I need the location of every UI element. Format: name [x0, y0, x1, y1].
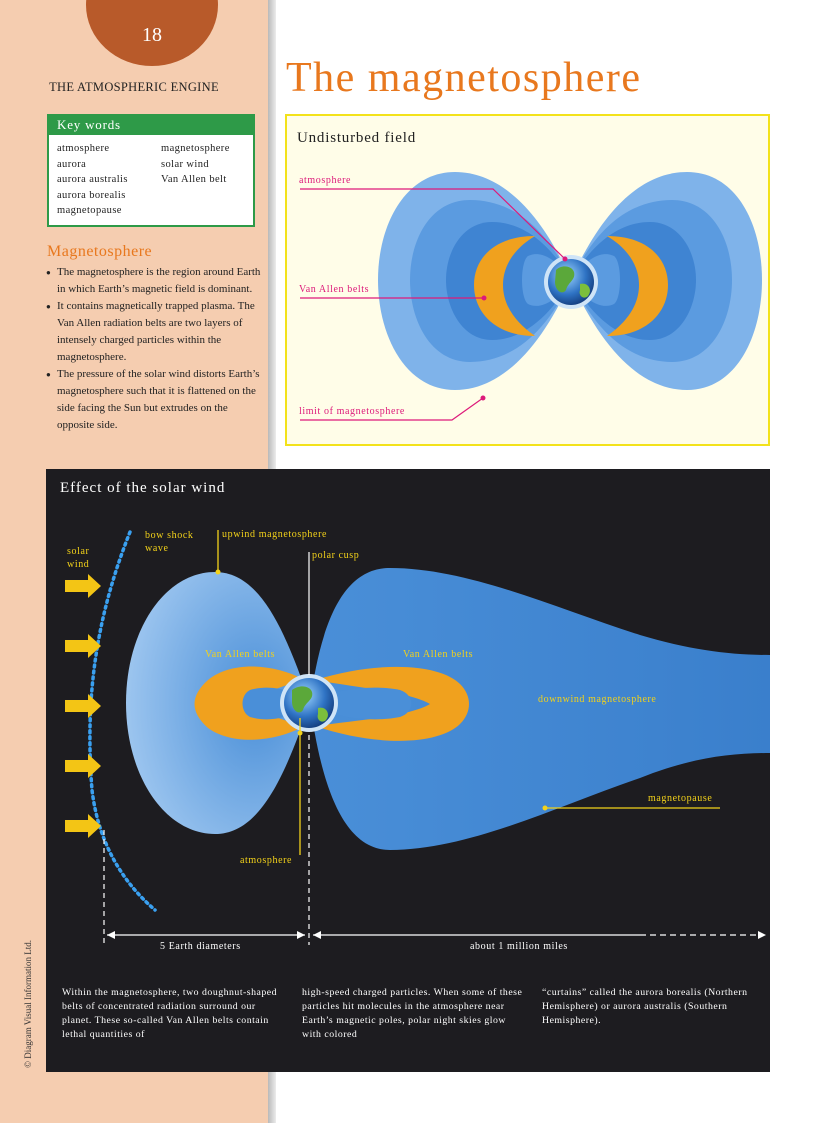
bow-shock-label: bow shock wave: [145, 529, 193, 555]
atmosphere-label-dark: atmosphere: [240, 855, 292, 866]
earth-icon: [280, 674, 338, 732]
downwind-magnetosphere-label: downwind magnetosphere: [538, 694, 656, 705]
solar-wind-arrows: [65, 574, 101, 838]
paragraph-2: high-speed charged particles. When some …: [302, 986, 527, 1042]
paragraph-3: “curtains” called the aurora borealis (N…: [542, 986, 767, 1028]
bow-shock-label-line-2: wave: [145, 542, 193, 555]
earth-diameters-label: 5 Earth diameters: [160, 941, 241, 952]
upwind-magnetosphere-label: upwind magnetosphere: [222, 529, 327, 540]
solar-wind-label-line-1: solar: [67, 545, 89, 558]
paragraph-1: Within the magnetosphere, two doughnut-s…: [62, 986, 287, 1042]
solar-wind-label: solar wind: [67, 545, 89, 571]
van-allen-right-label: Van Allen belts: [403, 649, 473, 660]
copyright-notice: © Diagram Visual Information Ltd.: [23, 940, 33, 1068]
bow-shock-label-line-1: bow shock: [145, 529, 193, 542]
solar-wind-label-line-2: wind: [67, 558, 89, 571]
magnetopause-label: magnetopause: [648, 793, 712, 804]
van-allen-left-label: Van Allen belts: [205, 649, 275, 660]
million-miles-label: about 1 million miles: [470, 941, 568, 952]
polar-cusp-label: polar cusp: [312, 550, 359, 561]
